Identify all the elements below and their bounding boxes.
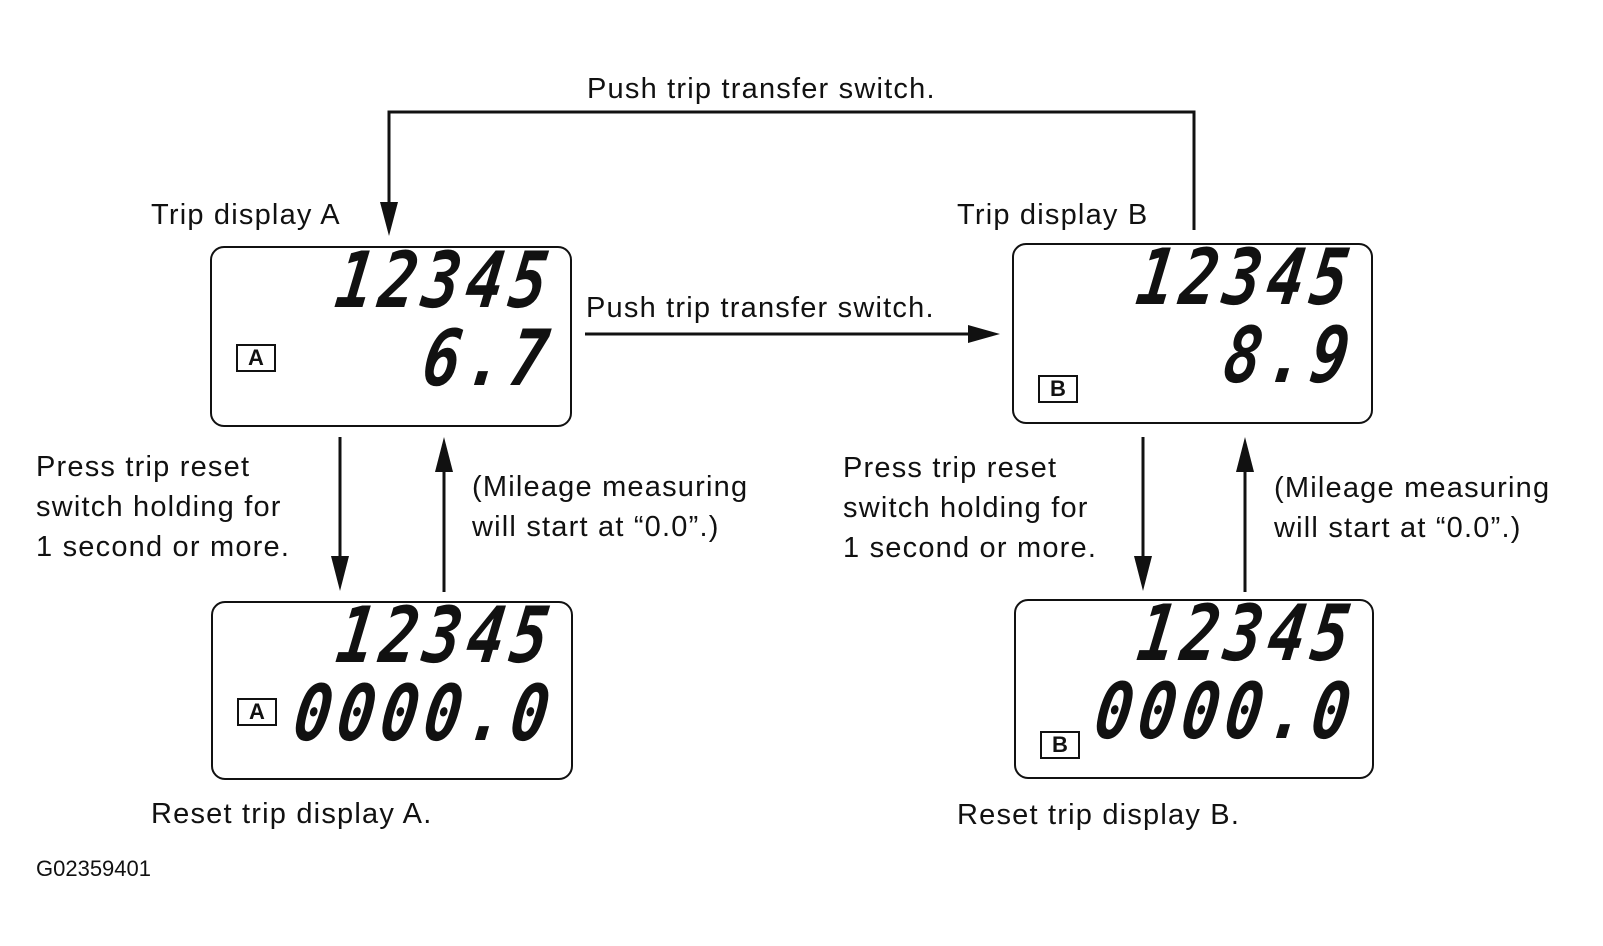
trip-a-badge: A xyxy=(236,344,276,372)
odometer-readout: 12345 xyxy=(330,234,561,326)
reset-a-readout: 0000.0 xyxy=(288,667,562,759)
middle-transfer-label: Push trip transfer switch. xyxy=(586,292,935,324)
top-transfer-label: Push trip transfer switch. xyxy=(587,73,936,105)
b-down-arrowhead xyxy=(1134,556,1152,591)
odometer-readout: 12345 xyxy=(331,589,562,681)
a-resume-note-2: will start at “0.0”.) xyxy=(472,511,720,543)
reset-trip-a-caption: Reset trip display A. xyxy=(151,798,433,830)
trip-display-b-title: Trip display B xyxy=(957,199,1149,231)
a-reset-instruction-1: Press trip reset xyxy=(36,451,251,483)
odometer-readout: 12345 xyxy=(1131,231,1362,323)
b-reset-instruction-3: 1 second or more. xyxy=(843,532,1098,564)
b-resume-note-2: will start at “0.0”.) xyxy=(1274,512,1522,544)
odometer-readout: 12345 xyxy=(1132,587,1363,679)
b-reset-instruction-2: switch holding for xyxy=(843,492,1089,524)
b-resume-note-1: (Mileage measuring xyxy=(1274,472,1551,504)
trip-display-b-lcd: 12345 B 8.9 xyxy=(1012,232,1373,424)
reset-a-badge: A xyxy=(237,698,277,726)
trip-display-a-lcd: 12345 A 6.7 xyxy=(210,235,572,427)
trip-a-readout: 6.7 xyxy=(417,312,561,404)
reset-b-readout: 0000.0 xyxy=(1089,665,1363,757)
a-reset-instruction-3: 1 second or more. xyxy=(36,531,291,563)
reset-b-badge: B xyxy=(1040,731,1080,759)
a-resume-note-1: (Mileage measuring xyxy=(472,471,749,503)
trip-b-readout: 8.9 xyxy=(1218,309,1362,401)
trip-b-badge: B xyxy=(1038,375,1078,403)
figure-code: G02359401 xyxy=(36,856,151,881)
a-down-arrowhead xyxy=(331,556,349,591)
a-up-arrowhead xyxy=(435,437,453,472)
reset-display-a-lcd: 12345 A 0000.0 xyxy=(211,590,573,780)
b-up-arrowhead xyxy=(1236,437,1254,472)
a-reset-instruction-2: switch holding for xyxy=(36,491,282,523)
top-loop-line xyxy=(387,110,1196,230)
trip-display-a-title: Trip display A xyxy=(151,199,341,231)
reset-trip-b-caption: Reset trip display B. xyxy=(957,799,1241,831)
middle-arrowhead xyxy=(968,325,1000,343)
b-reset-instruction-1: Press trip reset xyxy=(843,452,1058,484)
top-loop-arrowhead xyxy=(380,202,398,236)
reset-display-b-lcd: 12345 B 0000.0 xyxy=(1014,588,1374,779)
